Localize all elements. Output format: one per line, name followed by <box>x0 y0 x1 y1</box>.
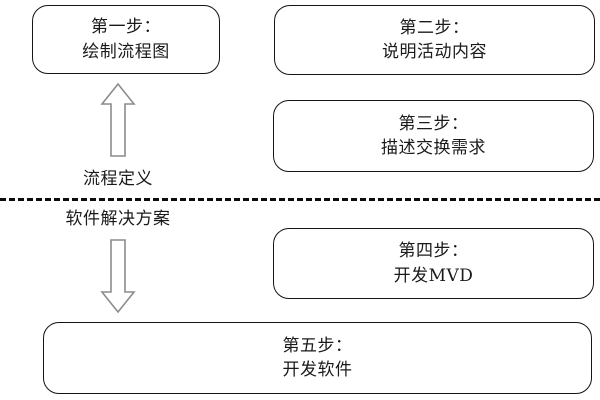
process-box-step-5[interactable]: 第五步： 开发软件 <box>43 322 592 394</box>
process-box-step-4[interactable]: 第四步： 开发MVD <box>273 228 594 299</box>
label-process-definition: 流程定义 <box>83 168 153 189</box>
step-2-body: 说明活动内容 <box>382 42 487 62</box>
up-arrow-icon <box>100 82 136 157</box>
step-3-body: 描述交换需求 <box>381 138 486 158</box>
section-divider <box>0 198 600 201</box>
step-4-body: 开发MVD <box>393 265 474 286</box>
step-5-heading: 第五步： <box>282 335 353 356</box>
step-5-body: 开发软件 <box>282 360 353 380</box>
step-1-heading: 第一步： <box>91 17 161 38</box>
process-box-step-1[interactable]: 第一步： 绘制流程图 <box>32 5 220 74</box>
step-2-heading: 第二步： <box>399 17 470 38</box>
down-arrow-icon <box>100 239 136 314</box>
step-3-heading: 第三步： <box>398 113 469 134</box>
process-box-step-2[interactable]: 第二步： 说明活动内容 <box>274 5 595 75</box>
step-4-heading: 第四步： <box>398 241 469 262</box>
step-1-body: 绘制流程图 <box>82 41 170 62</box>
label-software-solution: 软件解决方案 <box>65 208 171 229</box>
process-box-step-3[interactable]: 第三步： 描述交换需求 <box>273 100 594 172</box>
